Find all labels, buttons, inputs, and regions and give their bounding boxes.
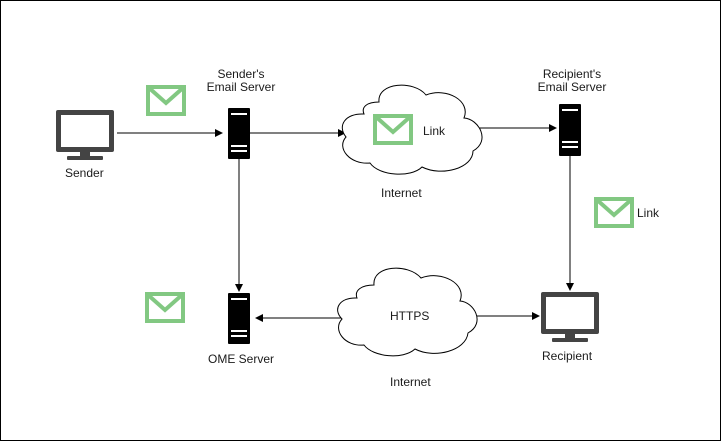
cloud-bottom-caption: Internet <box>390 375 431 389</box>
recipient-server-label-line1: Recipient's <box>542 67 602 81</box>
cloud-icon <box>337 267 478 357</box>
monitor-icon[interactable] <box>541 292 599 342</box>
recipient-server-label-line2: Email Server <box>537 80 607 94</box>
envelope-icon <box>594 197 634 228</box>
cloud-top-inner-label: Link <box>423 124 446 138</box>
ome-server-label: OME Server <box>208 352 275 366</box>
envelope-icon <box>145 292 185 323</box>
cloud-bottom-shape <box>337 267 478 357</box>
recipient-label: Recipient <box>542 349 593 363</box>
sender-server-label: Sender's Email Server <box>201 68 281 94</box>
edges <box>117 124 574 322</box>
sender-server-label-line1: Sender's <box>217 67 265 81</box>
envelope-icon <box>146 85 186 116</box>
server-icon[interactable] <box>228 293 250 344</box>
recipient-link-label: Link <box>637 206 660 220</box>
recipient-server-label: Recipient's Email Server <box>527 68 617 94</box>
server-icon[interactable] <box>228 108 250 159</box>
sender-label: Sender <box>65 166 104 180</box>
monitor-icon[interactable] <box>56 110 114 160</box>
envelope-icon <box>373 114 413 145</box>
cloud-bottom-inner-label: HTTPS <box>390 309 430 323</box>
server-icon[interactable] <box>559 104 581 156</box>
cloud-top-caption: Internet <box>381 186 422 200</box>
sender-server-label-line2: Email Server <box>206 80 276 94</box>
